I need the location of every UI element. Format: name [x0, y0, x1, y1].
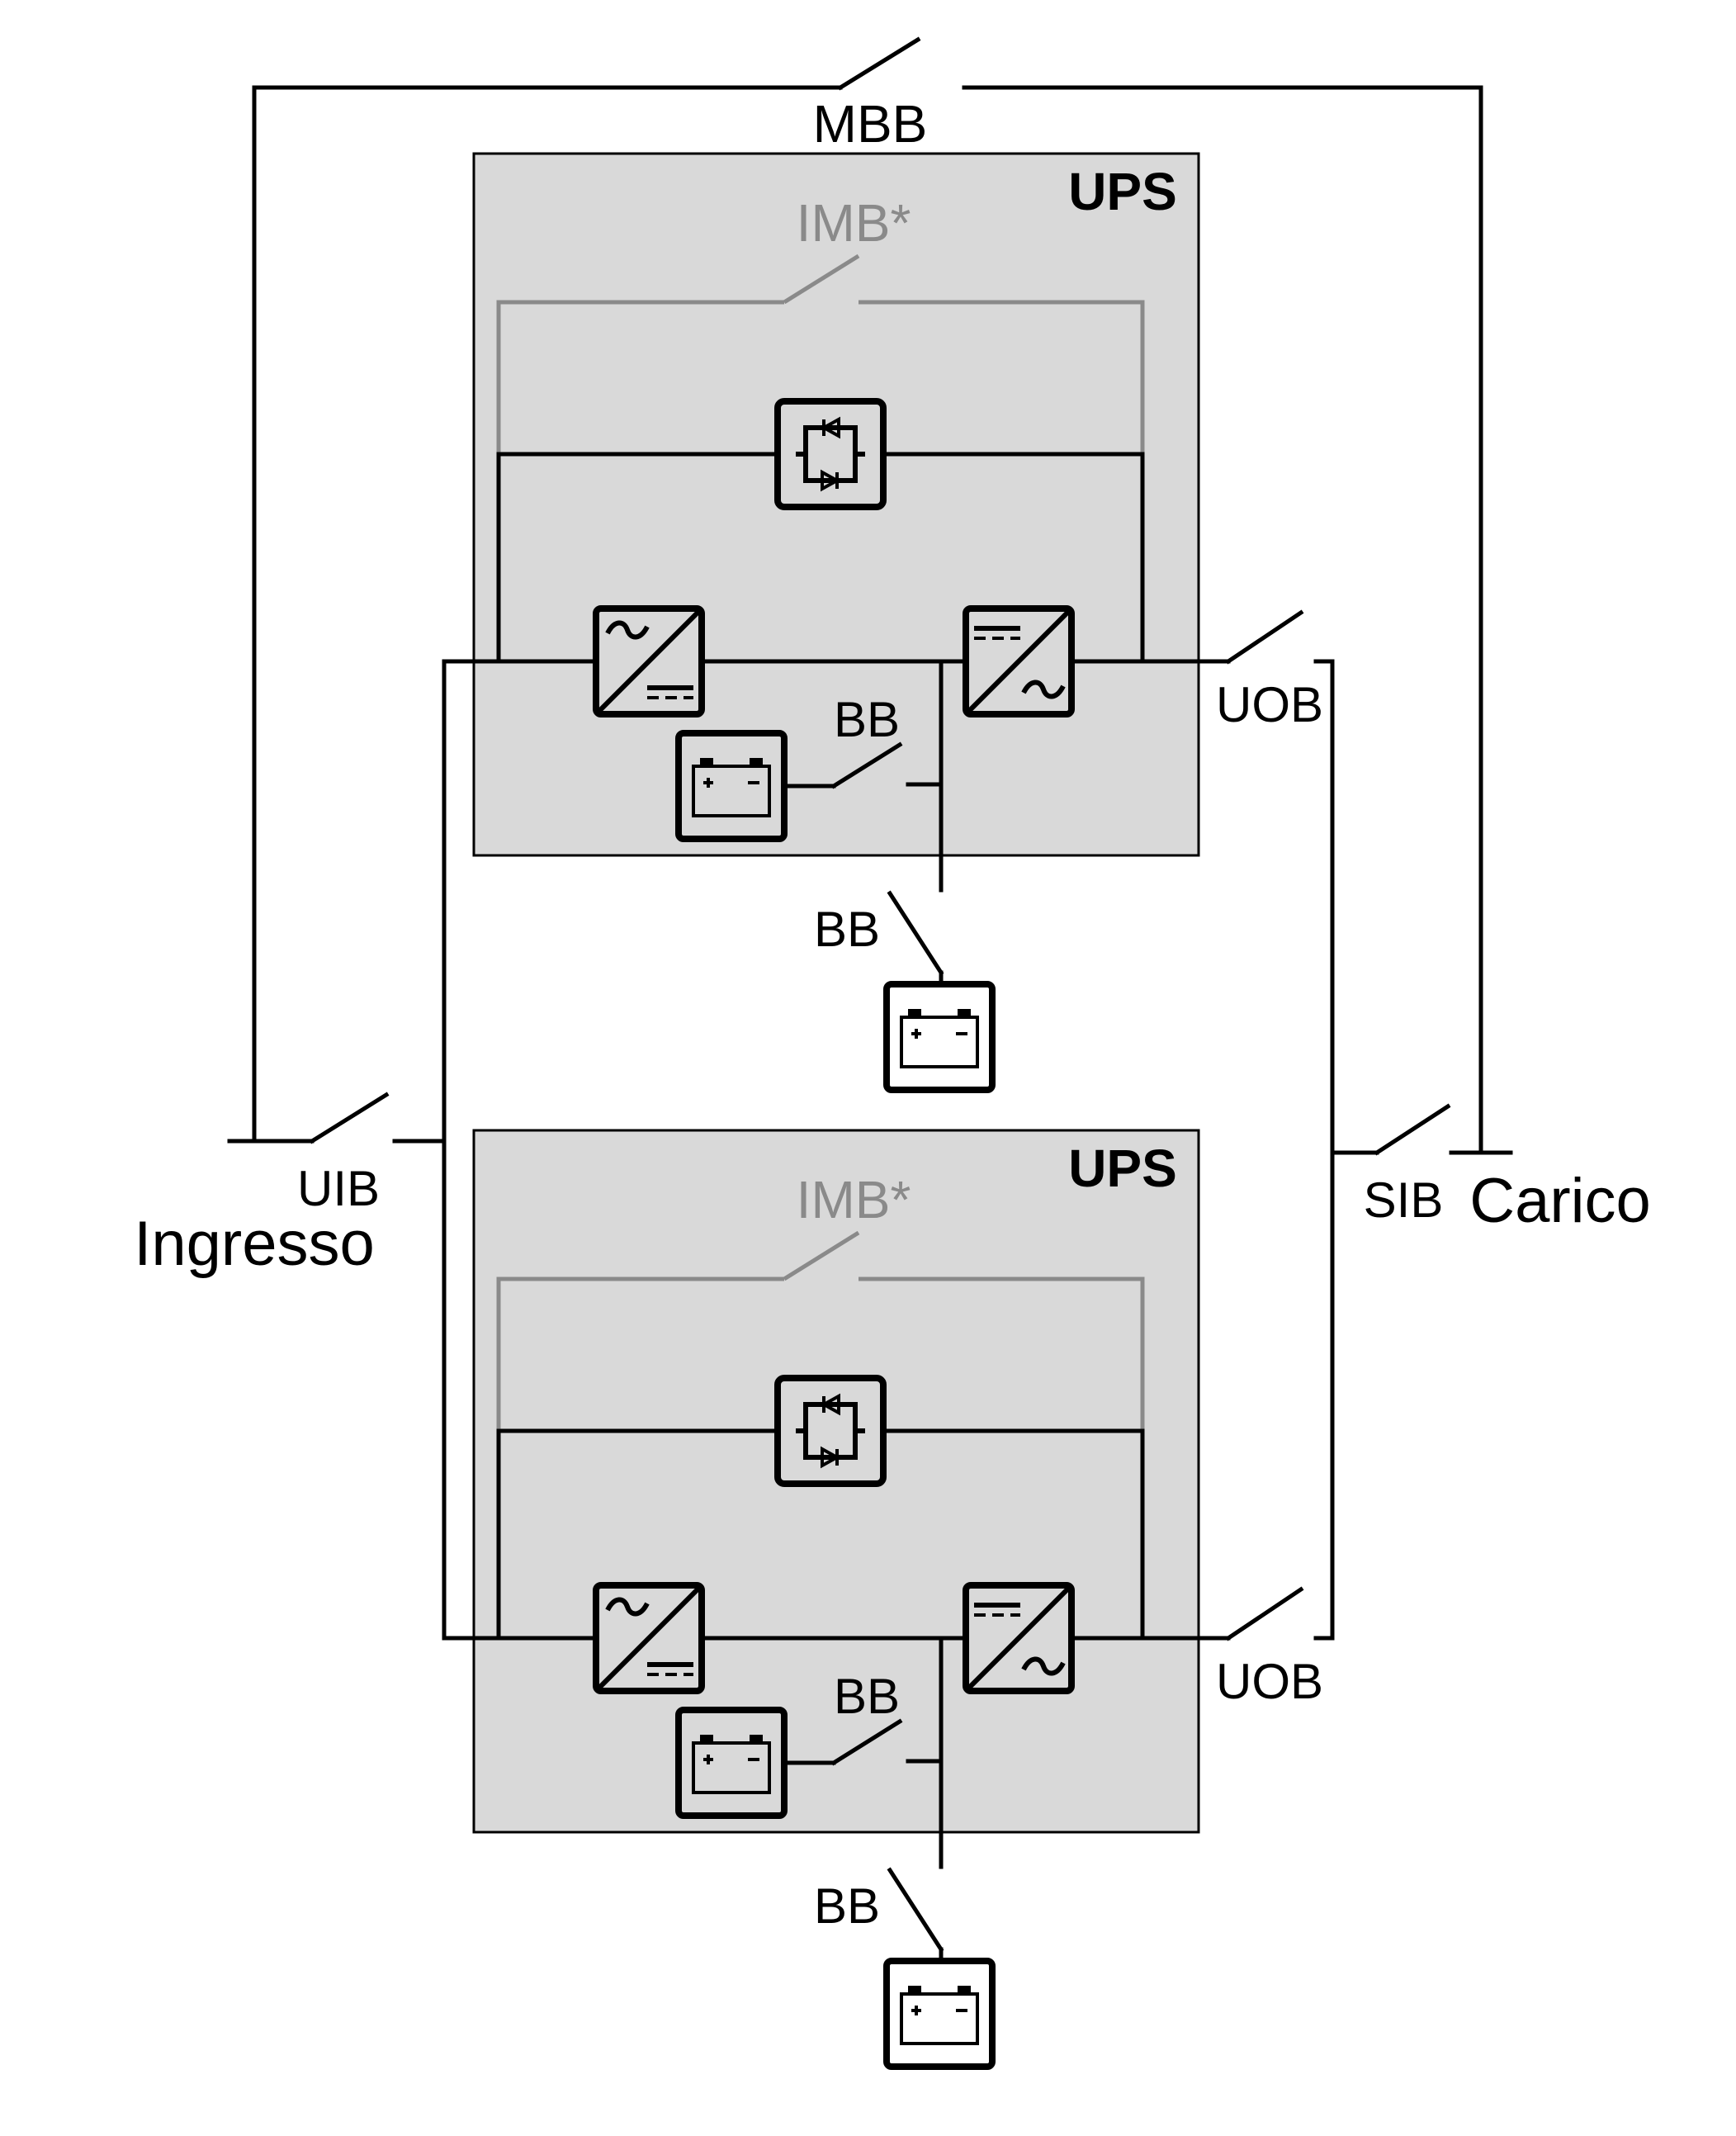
battery-icon	[679, 1710, 784, 1816]
external-bb-label: BB	[814, 902, 880, 957]
output-bus-top	[1313, 659, 1335, 1641]
external-bb-label: BB	[814, 1878, 880, 1934]
uob-breaker-icon[interactable]	[1225, 1586, 1304, 1641]
ups-title: UPS	[1068, 1139, 1177, 1198]
internal-bb-label: BB	[834, 692, 900, 747]
mbb-breaker-icon[interactable]	[837, 36, 921, 91]
mbb-label: MBB	[813, 94, 928, 154]
imb-label: IMB*	[797, 193, 911, 253]
imb-breaker-icon[interactable]	[783, 1230, 860, 1281]
mbb-wire-right	[962, 85, 1483, 1155]
load-label: Carico	[1469, 1166, 1651, 1236]
external-bb-breaker-icon[interactable]	[887, 1867, 944, 1953]
rectifier-icon	[596, 1585, 702, 1691]
input-circuit: UIB Ingresso	[134, 659, 447, 1641]
mbb-wire-left	[252, 85, 843, 1144]
uib-label: UIB	[297, 1161, 380, 1216]
battery-icon	[679, 733, 784, 839]
imb-label: IMB*	[797, 1170, 911, 1229]
output-circuit: SIB Carico	[1313, 659, 1651, 1641]
static-switch-icon	[778, 401, 883, 507]
uob-label: UOB	[1216, 677, 1323, 732]
ups-unit-2: UPS IMB* UOB BB BB	[442, 1129, 1323, 2067]
ups-unit-1: UPS IMB* UOB BB BB	[442, 152, 1323, 1090]
static-switch-icon	[778, 1378, 883, 1484]
sib-breaker-icon[interactable]	[1374, 1103, 1451, 1156]
maintenance-bypass-circuit: MBB	[252, 36, 1483, 1155]
ups-title: UPS	[1068, 162, 1177, 221]
inverter-icon	[966, 609, 1071, 714]
input-label: Ingresso	[134, 1209, 375, 1279]
internal-bb-label: BB	[834, 1669, 900, 1724]
uob-label: UOB	[1216, 1654, 1323, 1709]
external-bb-breaker-icon[interactable]	[887, 890, 944, 976]
external-battery-icon	[887, 1961, 992, 2067]
inverter-icon	[966, 1585, 1071, 1691]
internal-bb-breaker-icon[interactable]	[830, 741, 903, 789]
uob-breaker-icon[interactable]	[1225, 609, 1304, 665]
uib-breaker-icon[interactable]	[309, 1092, 390, 1144]
rectifier-icon	[596, 609, 702, 714]
sib-label: SIB	[1364, 1172, 1444, 1228]
internal-bb-breaker-icon[interactable]	[830, 1718, 903, 1766]
imb-breaker-icon[interactable]	[783, 253, 860, 305]
external-battery-icon	[887, 984, 992, 1090]
